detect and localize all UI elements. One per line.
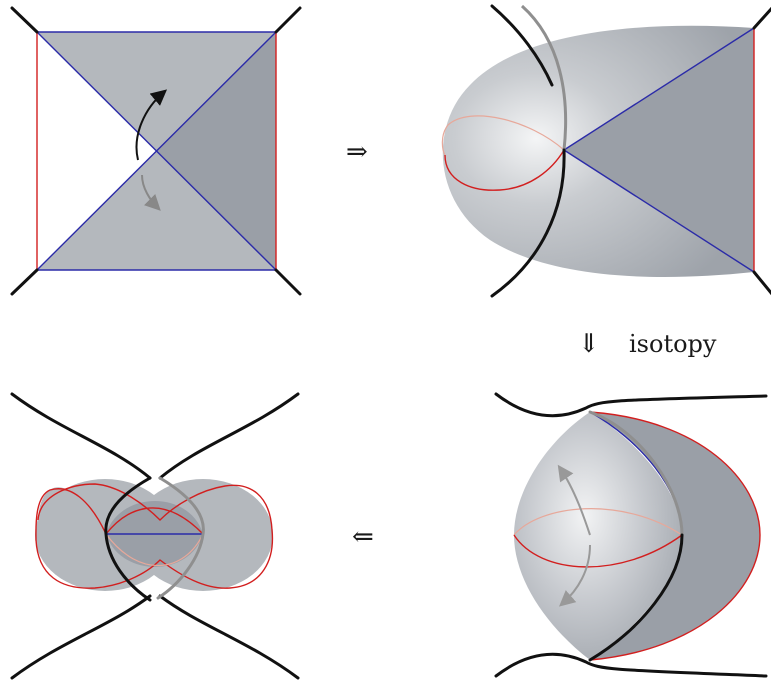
black-strand-top: [494, 392, 768, 418]
red-equator-back: [513, 508, 683, 536]
gray-strand-center: [156, 476, 205, 600]
rotation-arrow-down: [141, 174, 161, 211]
black-strand-upper: [490, 4, 554, 87]
triangle-right-face: [156, 32, 276, 270]
black-strand-bottom: [494, 652, 768, 678]
red-inner-back: [105, 533, 204, 567]
label-isotopy: isotopy: [629, 330, 717, 358]
black-strand-top-left: [10, 392, 152, 480]
red-outer-edge: [589, 411, 761, 661]
cone-triangle-face: [564, 28, 754, 272]
red-loop-back: [441, 115, 565, 156]
blue-edge-upper: [563, 27, 755, 151]
black-strand-lower: [490, 148, 566, 298]
gray-strand-back: [588, 410, 684, 537]
black-strand-tr: [274, 6, 302, 34]
rotation-arrow-down: [558, 544, 591, 607]
black-strand-tr: [752, 6, 771, 30]
red-equator-front: [513, 534, 683, 568]
panel-square: [10, 6, 302, 296]
panel-sphere: [494, 392, 768, 678]
panel-ellipsoid: [441, 4, 771, 298]
black-strand-center: [104, 476, 152, 602]
red-loop-front: [444, 149, 565, 191]
arrow-down: ⇓: [578, 329, 600, 359]
blue-edge-lower: [563, 149, 755, 273]
black-strand-bl: [10, 268, 39, 296]
black-strand-bottom-left: [10, 594, 152, 680]
red-inner-front: [105, 507, 204, 535]
rotation-arrow-up: [135, 89, 168, 161]
blue-diagonal-2: [36, 31, 277, 271]
black-strand-tl: [10, 6, 39, 34]
cone-dark-face: [590, 412, 760, 660]
rotation-arrow-up: [557, 464, 591, 536]
black-strand-top-right: [158, 392, 300, 480]
black-strand-br: [752, 270, 771, 296]
arrow-left: ⇐: [352, 522, 374, 552]
sphere-surface: [514, 412, 682, 660]
black-strand-bottom-right: [158, 594, 300, 680]
black-strand-br: [274, 268, 302, 296]
red-outline: [35, 483, 274, 589]
black-strand-front: [588, 533, 684, 662]
arrow-right: ⇒: [346, 137, 368, 167]
panel-lens: [10, 392, 300, 680]
gray-strand-back: [520, 4, 568, 151]
